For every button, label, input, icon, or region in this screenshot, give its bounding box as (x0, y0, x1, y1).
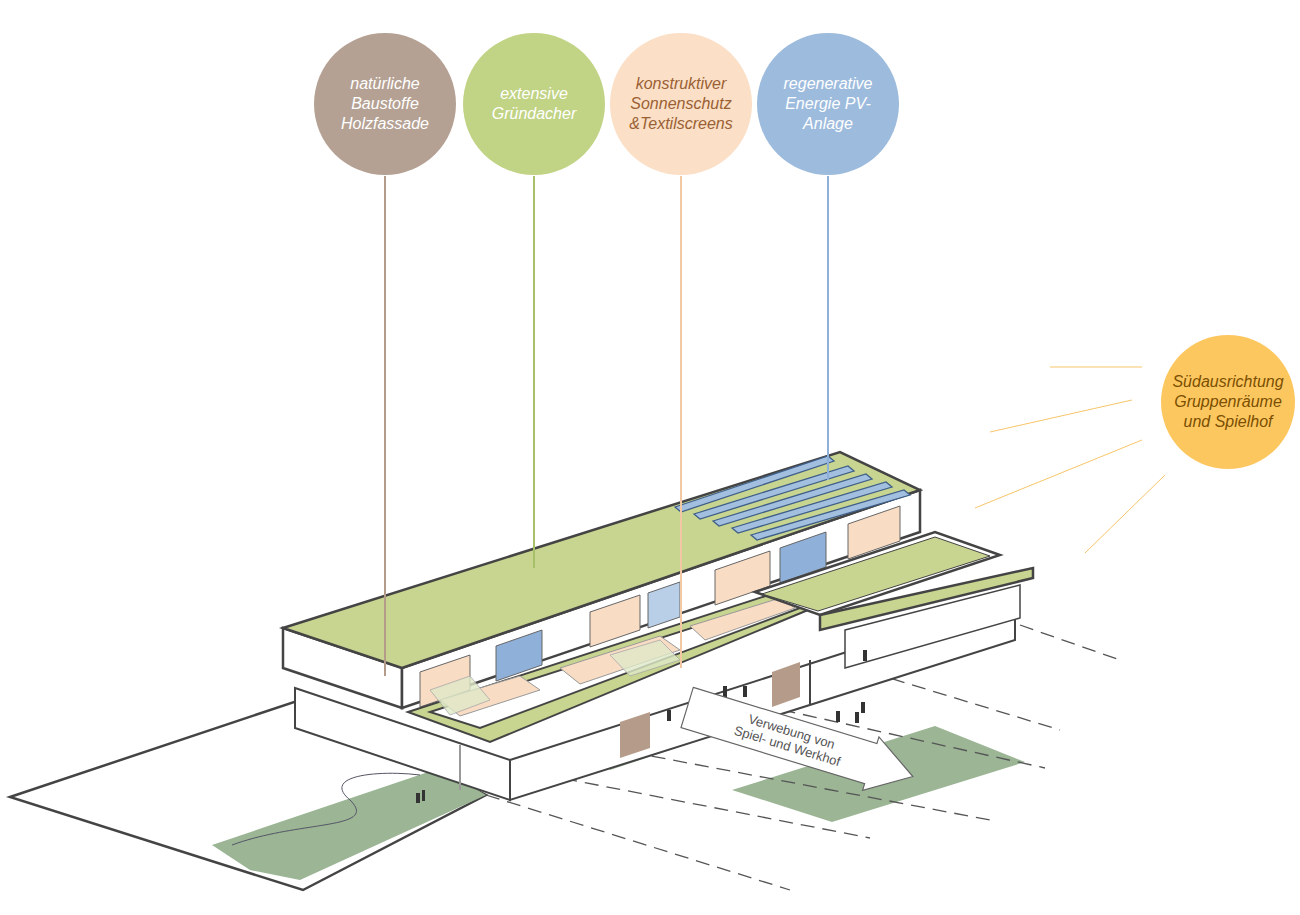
courtyard-terrace-part (690, 598, 795, 640)
people-part (416, 793, 420, 803)
people-part (863, 650, 867, 661)
callout-text: regenerative Energie PV-Anlage (766, 74, 890, 134)
right-wing-part (845, 585, 1020, 668)
green-roof-callout: extensive Gründacher (463, 33, 605, 175)
people-part (836, 711, 840, 722)
leader-lines-part (533, 176, 535, 568)
upper-block-part (283, 452, 920, 668)
people-part (667, 710, 671, 721)
callout-text: konstruktiver Sonnenschutz &Textilscreen… (619, 74, 743, 134)
callout-text: extensive Gründacher (472, 84, 596, 124)
people-part (861, 702, 865, 713)
sun-callout: Südausrichtung Gruppenräume und Spielhof (1161, 335, 1295, 469)
people-part (723, 686, 727, 697)
arrow-outline (679, 681, 921, 804)
sun-rays-part (975, 440, 1142, 508)
courtyard-terrace-part (430, 676, 490, 715)
leader-lines-part (384, 176, 386, 676)
pv-panels-part (751, 490, 910, 540)
callout-text: natürliche Baustoffe Holzfassade (323, 74, 447, 134)
right-wing-part (762, 537, 990, 611)
courtyard-terrace-part (610, 640, 680, 676)
right-wing (755, 532, 1033, 668)
people-part (743, 686, 747, 697)
people-part (855, 712, 859, 723)
lawn-part (212, 768, 486, 880)
lower-storey-part (772, 662, 800, 707)
sun-rays-part (1050, 367, 1142, 368)
lower-storey-part (809, 660, 811, 705)
leader-lines (385, 176, 828, 676)
material-callout: natürliche Baustoffe Holzfassade (314, 33, 456, 175)
sun-rays-part (1085, 475, 1165, 553)
sun-rays-part (990, 400, 1132, 432)
people-part (422, 790, 425, 801)
sun-rays (975, 367, 1165, 553)
leader-lines-part (827, 176, 829, 480)
flow-arrow: Verwebung von Spiel- und Werkhof (677, 679, 923, 805)
people (416, 650, 867, 803)
windows-part (648, 582, 680, 628)
sunshade-callout: konstruktiver Sonnenschutz &Textilscreen… (610, 33, 752, 175)
leader-lines-part (680, 176, 682, 668)
courtyard-terrace-part (560, 636, 680, 684)
lower-storey-part (459, 745, 461, 790)
energy-callout: regenerative Energie PV-Anlage (757, 33, 899, 175)
lower-storey-part (620, 712, 650, 758)
callout-text: Südausrichtung Gruppenräume und Spielhof (1170, 372, 1286, 432)
dashed-lines-part (870, 672, 1060, 730)
pv-panels (675, 456, 910, 540)
dashed-lines-part (486, 795, 790, 890)
dashed-lines-part (1020, 625, 1120, 660)
path-line (232, 773, 420, 845)
